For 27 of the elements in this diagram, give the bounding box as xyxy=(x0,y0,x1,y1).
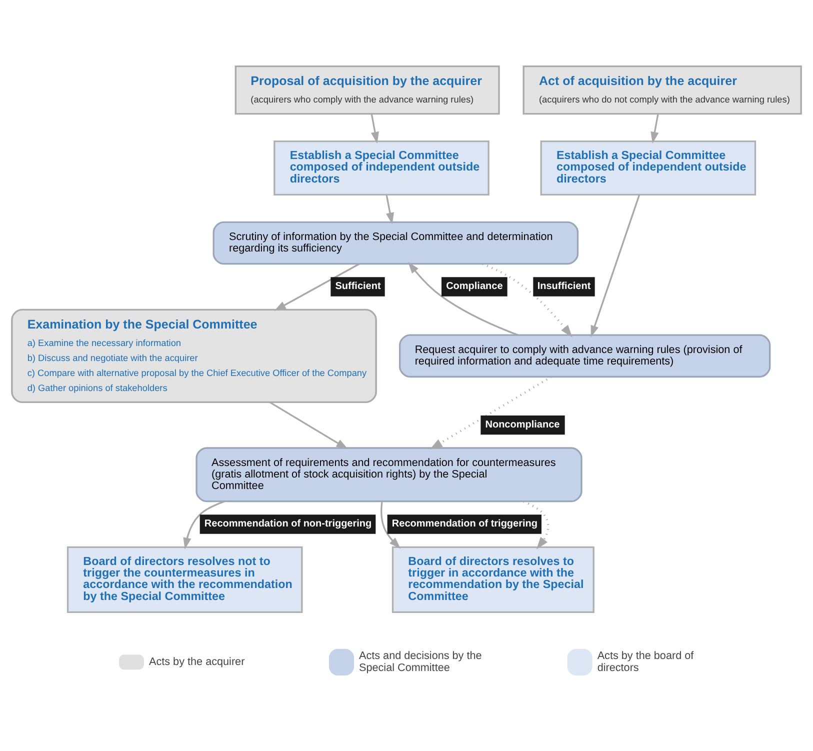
arrow xyxy=(590,194,640,338)
arrow xyxy=(408,262,518,336)
node-box: Examination by the Special Committee a) Examine the necessary information b) Discuss and negotiate with the acquirer c) Compare with alternative proposal by the Chief Executive Officer of the Company d) Gather opinions of stakeholders xyxy=(11,308,377,403)
node-box: Assessment of requirements and recommendation for countermeasures (gratis allotment of stock acquisition rights) by the Special Committee xyxy=(196,447,582,502)
arrow xyxy=(269,401,348,450)
arrow xyxy=(380,501,401,549)
arrow xyxy=(370,114,379,144)
node-box: Scrutiny of information by the Special Committee and determination regarding its sufficiency xyxy=(212,221,579,265)
node-box: Board of directors resolves to trigger in accordance with the recommendation by the Special Committee xyxy=(392,546,594,613)
arrow xyxy=(430,376,552,450)
edge-label: Noncompliance xyxy=(485,419,560,430)
edge-label: Insufficient xyxy=(537,280,591,292)
arrow xyxy=(386,194,394,224)
node-box: Establish a Special Committee composed of independent outside directors xyxy=(540,140,756,196)
node-box: Proposal of acquisition by the acquirer (acquirers who comply with the advance warning rules) xyxy=(234,66,500,115)
arrow xyxy=(650,114,659,144)
edge-label: Recommendation of triggering xyxy=(392,518,538,530)
edge-label: Compliance xyxy=(446,280,503,292)
legend-label: Acts and decisions by the Special Committee xyxy=(359,650,482,674)
legend-label: Acts by the board of directors xyxy=(597,650,694,674)
node-box: Request acquirer to comply with advance warning rules (provision of required information and adequate time requirements) xyxy=(399,334,771,378)
edge-label: Recommendation of non-triggering xyxy=(204,518,372,530)
node-box: Board of directors resolves not to trigger the countermeasures in accordance with the recommendation by the Special Committee xyxy=(66,546,303,613)
node-box: Establish a Special Committee composed of independent outside directors xyxy=(274,140,490,196)
legend-label: Acts by the acquirer xyxy=(149,656,245,668)
edge-label: Sufficient xyxy=(335,280,381,292)
node-box: Act of acquisition by the acquirer (acquirers who do not comply with the advance warning rules) xyxy=(522,66,802,115)
